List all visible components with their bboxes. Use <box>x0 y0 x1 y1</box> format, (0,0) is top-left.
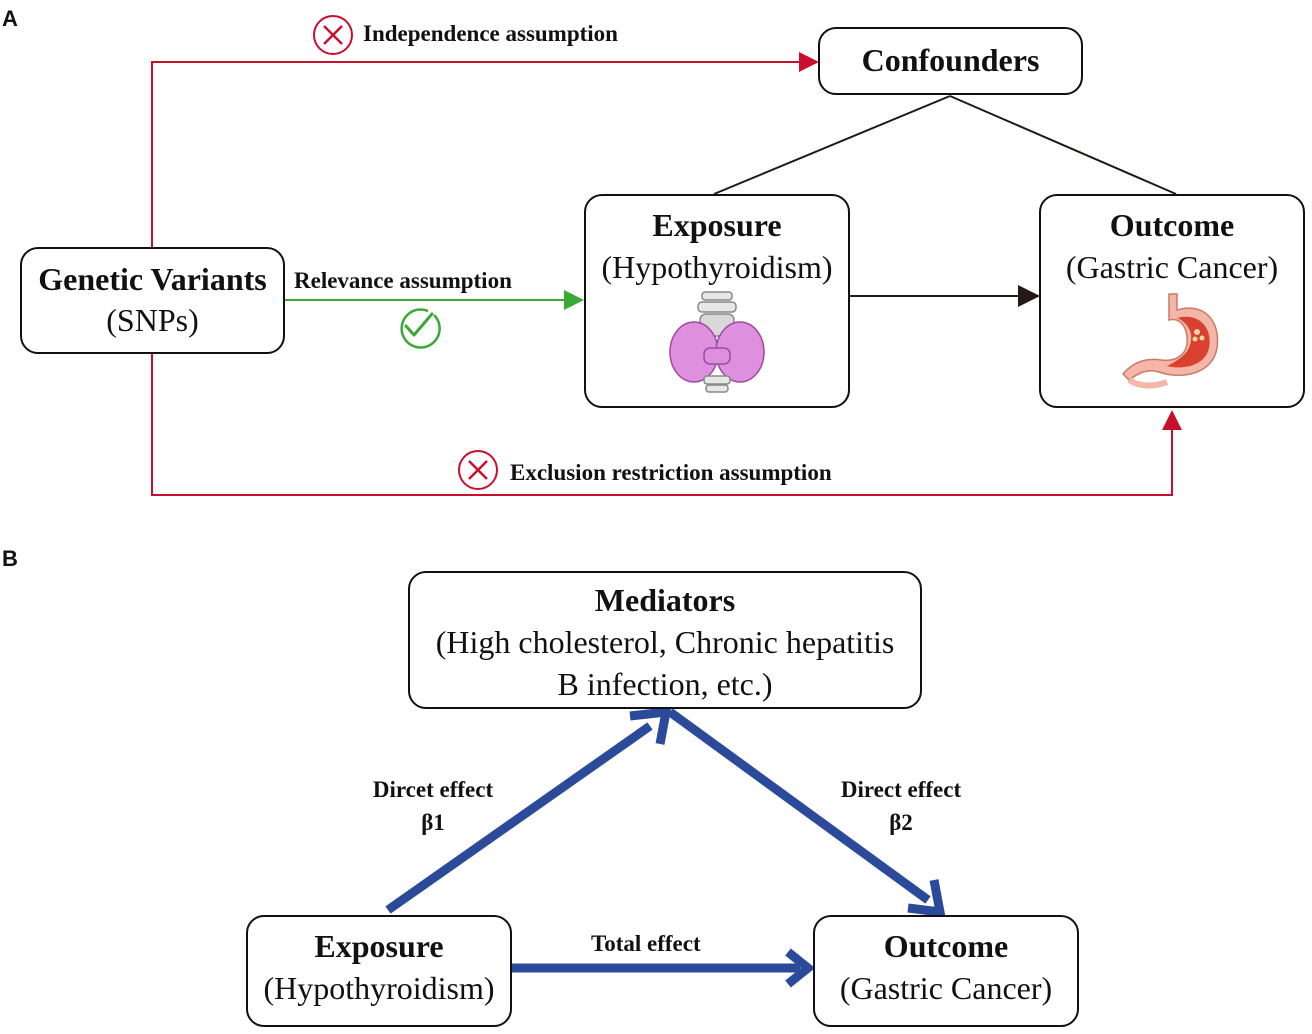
panel-a-label: A <box>2 6 18 31</box>
exposure-mediator-arrowhead <box>629 706 672 745</box>
exclusion-arrowhead <box>1162 410 1182 430</box>
outcome-title-a: Outcome <box>1109 207 1235 243</box>
independence-path <box>151 61 805 247</box>
stomach-icon <box>1121 293 1219 389</box>
exposure-title-a: Exposure <box>652 207 782 243</box>
independence-assumption-label: Independence assumption <box>363 21 618 46</box>
confounder-exposure-line <box>713 95 951 195</box>
exposure-title-b: Exposure <box>314 928 444 964</box>
exposure-subtitle-a: (Hypothyroidism) <box>601 249 833 285</box>
mediators-box: Mediators (High cholesterol, Chronic hep… <box>408 571 922 709</box>
effect2-line2: β2 <box>889 810 913 835</box>
effect2-line1: Direct effect <box>840 777 962 802</box>
relevance-arrowhead <box>564 290 584 310</box>
mediator-outcome-arrow <box>667 708 931 904</box>
exclusion-violated-icon <box>458 450 498 490</box>
outcome-box-b: Outcome (Gastric Cancer) <box>813 915 1079 1027</box>
exclusion-restriction-label: Exclusion restriction assumption <box>510 460 832 485</box>
effect1-line1: Dircet effect <box>372 777 494 802</box>
confounders-box: Confounders <box>818 27 1083 95</box>
genetic-variants-box: Genetic Variants (SNPs) <box>20 247 285 354</box>
outcome-box-a: Outcome (Gastric Cancer) <box>1039 194 1305 408</box>
independence-arrowhead <box>799 52 819 72</box>
thyroid-icon <box>669 291 765 393</box>
confounder-outcome-line <box>949 95 1177 195</box>
genetic-variants-title: Genetic Variants <box>38 261 267 297</box>
relevance-assumption-label: Relevance assumption <box>294 268 512 293</box>
total-effect-arrowhead <box>785 948 816 988</box>
outcome-subtitle-b: (Gastric Cancer) <box>839 970 1053 1006</box>
outcome-title-b: Outcome <box>883 928 1009 964</box>
mediators-line2: B infection, etc.) <box>557 666 773 702</box>
effect1-line2: β1 <box>421 810 445 835</box>
outcome-subtitle-a: (Gastric Cancer) <box>1065 249 1279 285</box>
exposure-box-b: Exposure (Hypothyroidism) <box>246 915 512 1027</box>
exposure-mediator-arrow <box>385 722 653 914</box>
mediators-line1: (High cholesterol, Chronic hepatitis <box>435 624 895 660</box>
exclusion-path <box>151 354 1173 496</box>
exposure-outcome-arrowhead <box>1018 285 1040 307</box>
genetic-variants-subtitle: (SNPs) <box>106 302 199 338</box>
mediator-outcome-arrowhead <box>907 879 946 918</box>
panel-b-label: B <box>2 546 18 571</box>
exposure-subtitle-b: (Hypothyroidism) <box>263 970 495 1006</box>
confounders-title: Confounders <box>861 42 1040 78</box>
independence-violated-icon <box>313 15 353 55</box>
effect2-label: Direct effect β2 <box>826 773 976 839</box>
relevance-satisfied-icon <box>400 308 441 349</box>
effect1-label: Dircet effect β1 <box>358 773 508 839</box>
mediators-title: Mediators <box>594 582 736 618</box>
exposure-box-a: Exposure (Hypothyroidism) <box>584 194 850 408</box>
total-effect-label: Total effect <box>591 931 701 956</box>
